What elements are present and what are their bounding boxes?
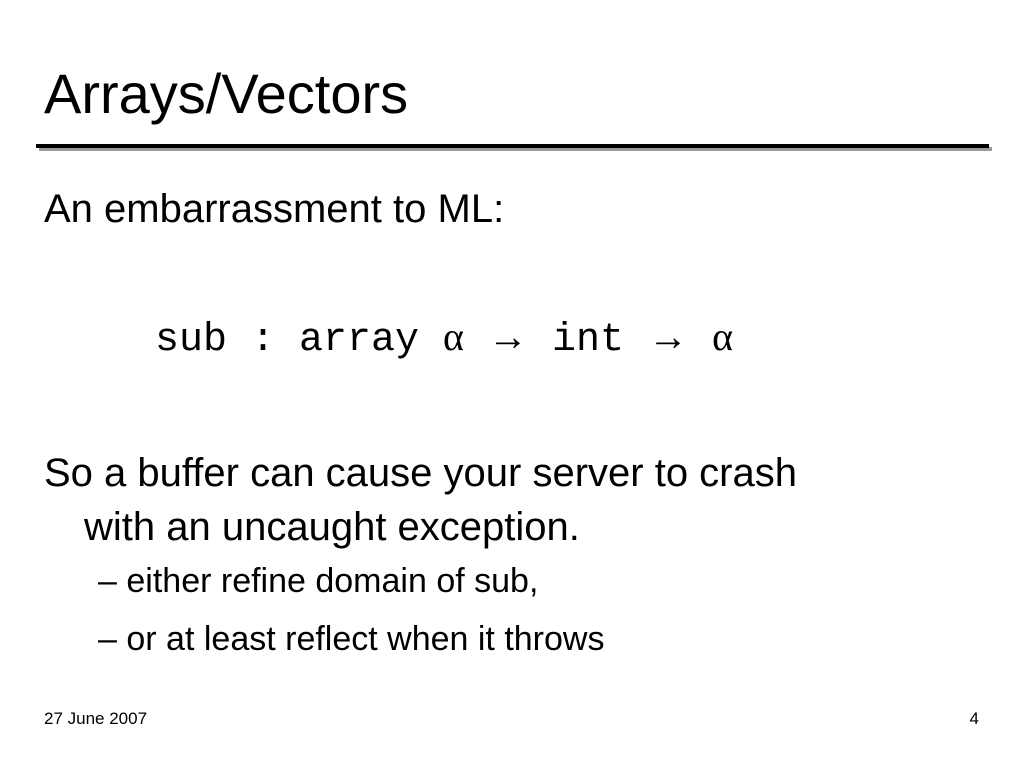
main-bullet: So a buffer can cause your server to cra…: [44, 446, 944, 554]
main-bullet-line2: with an uncaught exception.: [84, 505, 580, 549]
arrow-symbol: →: [648, 314, 689, 359]
type-signature-prefix: sub : array: [155, 318, 444, 363]
type-signature-int: int: [552, 318, 625, 363]
alpha-symbol: α: [443, 314, 465, 359]
arrow-symbol: →: [488, 314, 529, 359]
intro-text: An embarrassment to ML:: [44, 187, 505, 231]
sub-bullet-text: or at least reflect when it throws: [126, 620, 605, 658]
page-number: 4: [969, 709, 979, 728]
type-signature: sub : array α → int → α: [155, 314, 733, 364]
footer-date: 27 June 2007: [44, 709, 148, 728]
sub-bullet-reflect-throws: – or at least reflect when it throws: [98, 620, 604, 659]
sub-bullet-text: either refine domain of sub,: [126, 562, 539, 600]
sub-bullet-refine-domain: – either refine domain of sub,: [98, 562, 538, 601]
slide-title: Arrays/Vectors: [44, 62, 409, 125]
alpha-symbol: α: [712, 314, 734, 359]
title-underline: [36, 144, 989, 148]
sub-bullet-dash: –: [98, 620, 117, 658]
main-bullet-line1: So a buffer can cause your server to cra…: [44, 451, 797, 495]
sub-bullet-dash: –: [98, 562, 117, 600]
